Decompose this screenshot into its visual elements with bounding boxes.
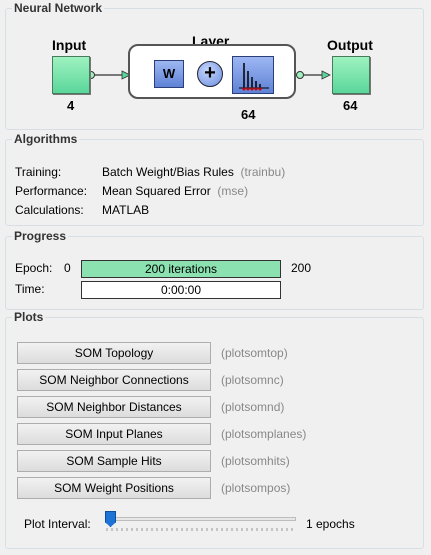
calculations-label: Calculations: (15, 203, 84, 217)
progress-title: Progress (12, 229, 69, 243)
som-weight-positions-button[interactable]: SOM Weight Positions (17, 477, 211, 499)
epoch-max: 200 (291, 261, 312, 275)
som-neighbor-connections-fn: (plotsomnc) (221, 373, 284, 387)
input-size: 4 (67, 98, 75, 113)
epoch-min: 0 (64, 261, 71, 275)
weight-box: W (154, 60, 184, 88)
plots-panel: Plots SOM Topology (plotsomtop) SOM Neig… (5, 310, 424, 549)
plot-interval-value: 1 epochs (306, 517, 355, 531)
time-label: Time: (15, 282, 45, 296)
calculations-value: MATLAB (102, 203, 150, 217)
som-input-planes-button[interactable]: SOM Input Planes (17, 423, 211, 445)
time-value: 0:00:00 (81, 281, 281, 299)
layer-size: 64 (241, 107, 256, 122)
neural-network-title: Neural Network (12, 1, 105, 15)
performance-fn: (mse) (217, 184, 249, 198)
training-value: Batch Weight/Bias Rules (102, 165, 234, 179)
som-weight-positions-fn: (plotsompos) (221, 481, 291, 495)
plot-interval-slider-ticks (106, 528, 293, 531)
som-input-planes-fn: (plotsomplanes) (221, 427, 307, 441)
training-label: Training: (15, 165, 62, 179)
algorithms-title: Algorithms (12, 132, 80, 146)
plot-interval-label: Plot Interval: (24, 517, 91, 531)
neural-network-panel: Neural Network (5, 1, 424, 130)
training-fn: (trainbu) (240, 165, 286, 179)
plot-interval-slider-track[interactable] (106, 517, 296, 521)
sum-icon: + (197, 61, 223, 87)
algorithms-panel: Algorithms Training: Batch Weight/Bias R… (5, 132, 424, 226)
epoch-progress-bar: 200 iterations (81, 260, 281, 278)
som-neighbor-distances-button[interactable]: SOM Neighbor Distances (17, 396, 211, 418)
output-label: Output (327, 37, 373, 53)
epoch-progress-text: 200 iterations (144, 262, 218, 276)
output-node (332, 56, 370, 94)
progress-panel: Progress Epoch: 0 200 iterations 200 Tim… (5, 229, 424, 310)
output-size: 64 (343, 98, 358, 113)
som-neighbor-distances-fn: (plotsomnd) (221, 400, 285, 414)
som-sample-hits-fn: (plotsomhits) (221, 454, 290, 468)
som-topology-fn: (plotsomtop) (221, 346, 288, 360)
plots-title: Plots (12, 310, 46, 324)
epoch-progress-fill (82, 261, 280, 277)
transfer-function-icon (232, 56, 274, 94)
performance-value: Mean Squared Error (102, 184, 211, 198)
som-neighbor-connections-button[interactable]: SOM Neighbor Connections (17, 369, 211, 391)
som-sample-hits-button[interactable]: SOM Sample Hits (17, 450, 211, 472)
epoch-label: Epoch: (15, 261, 53, 275)
input-node (52, 56, 90, 94)
performance-label: Performance: (15, 184, 88, 198)
input-label: Input (52, 37, 87, 53)
som-topology-button[interactable]: SOM Topology (17, 342, 211, 364)
plot-interval-slider-thumb[interactable] (105, 511, 116, 527)
